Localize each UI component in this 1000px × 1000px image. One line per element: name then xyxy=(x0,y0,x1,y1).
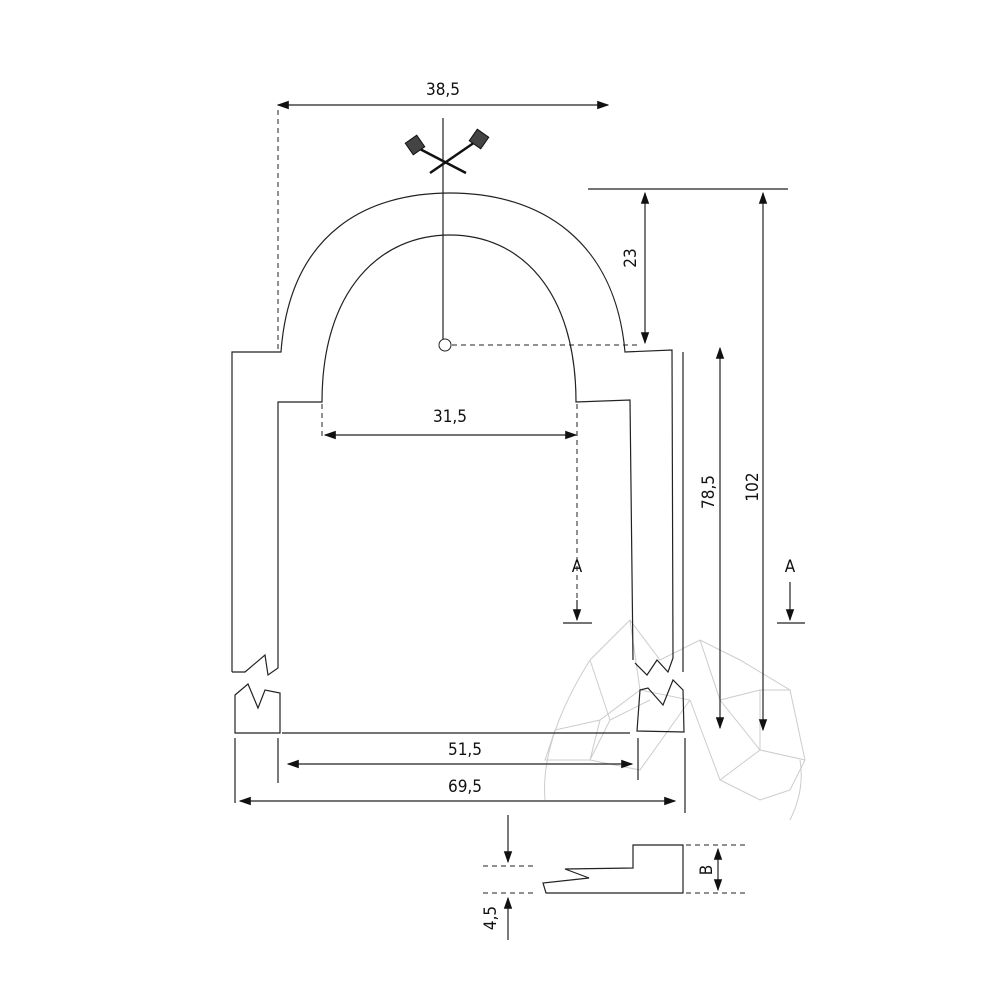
dim-total-height: 102 xyxy=(743,472,763,501)
dim-profile-offset: 4,5 xyxy=(481,906,501,930)
profile-section xyxy=(483,815,745,940)
crossed-flags-icon xyxy=(404,128,490,175)
dim-body-height: 78,5 xyxy=(699,475,719,509)
dim-body-inner-width: 51,5 xyxy=(448,740,482,760)
section-mark-right: A xyxy=(785,557,796,577)
dim-shackle-inner-width: 31,5 xyxy=(433,407,467,427)
dim-shackle-height: 23 xyxy=(621,248,641,267)
dim-top-width: 38,5 xyxy=(426,80,460,100)
section-mark-left: A xyxy=(572,557,583,577)
polygon-watermark xyxy=(544,619,806,821)
dim-profile-height: B xyxy=(697,865,717,876)
padlock-outline xyxy=(231,118,685,734)
dimension-lines xyxy=(234,100,805,813)
dim-body-outer-width: 69,5 xyxy=(448,777,482,797)
